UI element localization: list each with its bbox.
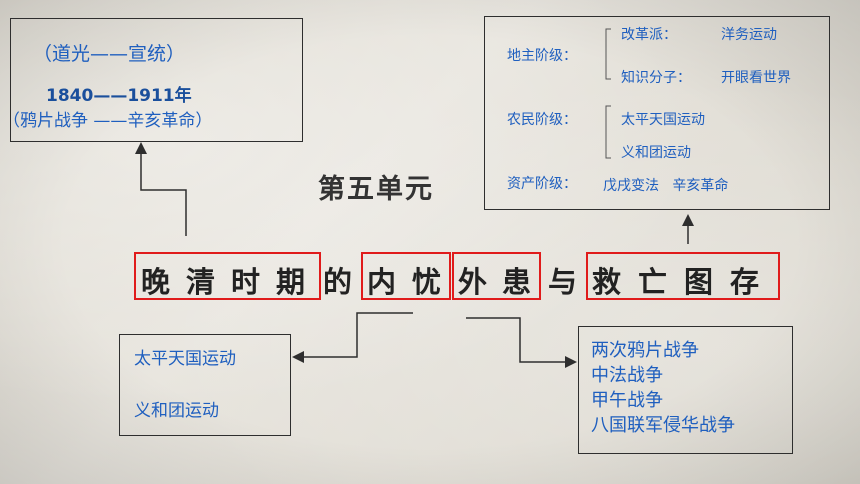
era-box: （道光——宣统） 1840——1911年 （鸦片战争 ——辛亥革命） [3,18,303,142]
highlight-external [452,252,541,300]
peasant-bracket [605,105,611,159]
title-char: 清 [186,265,216,299]
title-char: 亡 [638,265,668,299]
highlight-late-qing [134,252,321,300]
bourgeois-events: 戊戌变法 辛亥革命 [603,178,729,194]
highlight-salvation [586,252,780,300]
external-war-3: 甲午战争 [591,390,663,411]
era-reign: （道光——宣统） [33,43,186,65]
title-char: 与 [548,265,578,299]
unit-title: 第五单元 [318,174,434,205]
title-char: 存 [730,265,760,299]
title-char: 图 [684,265,714,299]
title-char: 晚 [141,265,171,299]
peasant-label: 农民阶级： [507,112,577,128]
title-char: 时 [231,265,261,299]
title-char: 救 [592,265,622,299]
era-events: （鸦片战争 ——辛亥革命） [3,111,213,131]
external-war-2: 中法战争 [591,365,663,386]
internal-item-1: 太平天国运动 [134,349,236,369]
reform-movement: 洋务运动 [721,27,777,43]
title-char: 的 [323,265,353,299]
highlight-internal [361,252,451,300]
era-years: 1840——1911年 [46,86,192,106]
landlord-bracket [605,28,611,80]
intellectuals-label: 知识分子： [621,70,691,86]
internal-connector [292,312,413,363]
title-char: 忧 [412,265,442,299]
title-char: 期 [276,265,306,299]
reform-faction: 改革派： [621,27,677,43]
landlord-label: 地主阶级： [507,48,577,64]
external-war-1: 两次鸦片战争 [591,340,699,361]
title-char: 内 [367,265,397,299]
title-char: 外 [458,265,488,299]
internal-item-2: 义和团运动 [134,401,219,421]
internal-box: 太平天国运动 义和团运动 [119,334,291,436]
peasant-item-1: 太平天国运动 [621,112,705,128]
external-box: 两次鸦片战争 中法战争 甲午战争 八国联军侵华战争 [578,326,793,454]
classes-box: 地主阶级： 改革派： 洋务运动 知识分子： 开眼看世界 农民阶级： 太平天国运动… [484,16,830,210]
peasant-item-2: 义和团运动 [621,145,691,161]
era-connector [135,142,187,236]
title-char: 患 [502,265,532,299]
bourgeois-label: 资产阶级： [507,176,577,192]
external-connector [466,317,577,368]
external-war-4: 八国联军侵华战争 [591,415,735,436]
open-eyes-movement: 开眼看世界 [721,70,791,86]
